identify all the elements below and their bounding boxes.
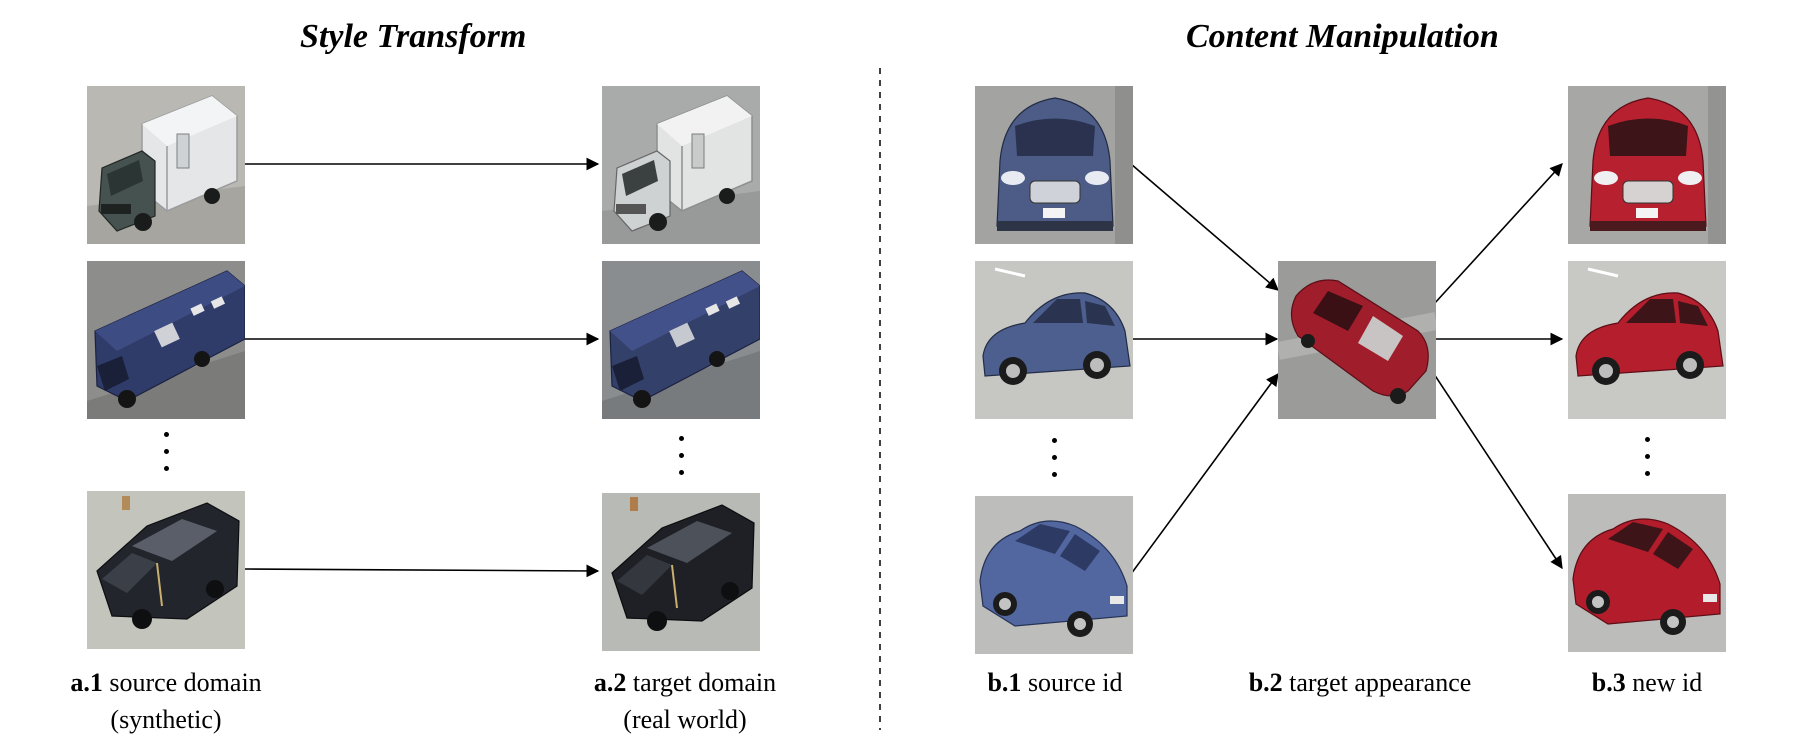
image-b1-sedan-front: [975, 86, 1133, 244]
image-b3-sedan-front: [1568, 86, 1726, 244]
image-a2-box-truck: [602, 86, 760, 244]
arrow-b1-row3: [1130, 372, 1279, 575]
caption-a2-label: a.2: [593, 668, 627, 697]
image-b1-sedan-side-3: [975, 496, 1133, 654]
caption-a1: a.1 source domain (synthetic): [46, 664, 286, 738]
caption-b3: b.3 new id: [1557, 664, 1737, 701]
caption-b1: b.1 source id: [950, 664, 1160, 701]
arrow-a-row3: [244, 564, 600, 578]
caption-b2: b.2 target appearance: [1225, 664, 1495, 701]
ellipsis-b1: [1049, 438, 1059, 489]
image-a1-hatchback: [87, 491, 245, 649]
image-b2-target-appearance: [1278, 261, 1436, 419]
ellipsis-b3: [1642, 437, 1652, 488]
caption-b2-text: target appearance: [1289, 668, 1472, 697]
caption-b2-label: b.2: [1248, 668, 1283, 697]
image-b3-sedan-side: [1568, 261, 1726, 419]
ellipsis-a2: [676, 436, 686, 487]
caption-a1-sub: (synthetic): [110, 705, 222, 734]
caption-a1-label: a.1: [70, 668, 103, 697]
title-content-manipulation: Content Manipulation: [1186, 18, 1499, 55]
caption-a2-text: target domain: [632, 668, 777, 697]
caption-a1-text: source domain: [109, 668, 262, 697]
caption-b3-label: b.3: [1591, 668, 1626, 697]
arrow-b3-row1: [1433, 163, 1563, 305]
image-a1-box-truck: [87, 86, 245, 244]
caption-b1-label: b.1: [987, 668, 1022, 697]
image-a2-hatchback: [602, 493, 760, 651]
caption-b3-text: new id: [1632, 668, 1703, 697]
caption-a2: a.2 target domain (real world): [565, 664, 805, 738]
image-b3-sedan-side-3: [1568, 494, 1726, 652]
image-a1-camper-van: [87, 261, 245, 419]
title-style-transform: Style Transform: [300, 18, 527, 55]
image-a2-camper-van: [602, 261, 760, 419]
arrow-b1-row1: [1130, 163, 1279, 291]
image-b1-sedan-side: [975, 261, 1133, 419]
arrow-b3-row3: [1433, 373, 1563, 570]
caption-b1-text: source id: [1027, 668, 1123, 697]
caption-a2-sub: (real world): [623, 705, 747, 734]
ellipsis-a1: [161, 432, 171, 483]
